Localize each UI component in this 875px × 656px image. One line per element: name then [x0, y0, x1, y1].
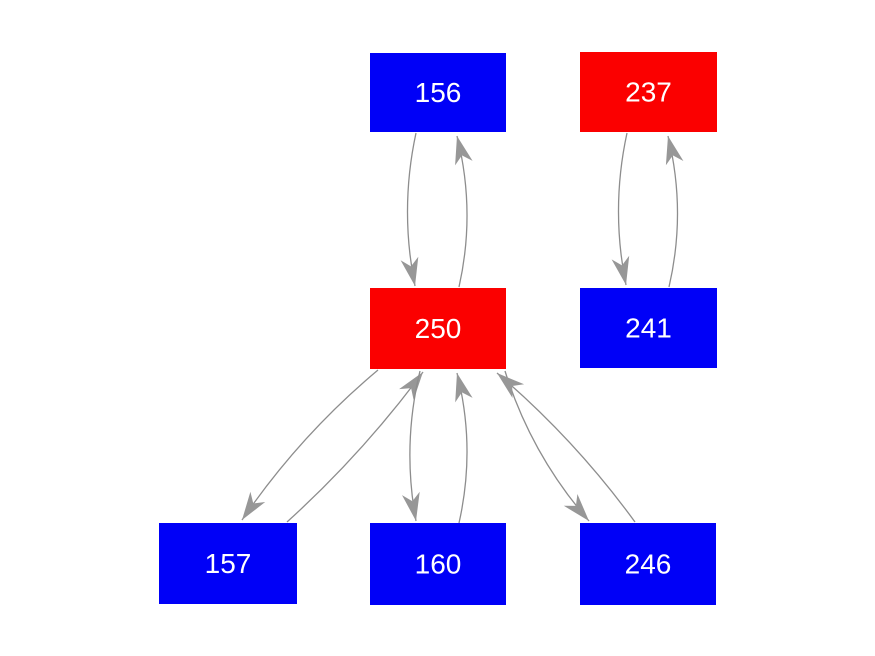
nodes-layer: 156 237 250 241 157 160 246: [159, 52, 717, 605]
edge-arrowhead-156-250: [400, 256, 419, 286]
edge-arrowhead-241-237: [665, 136, 684, 166]
edge-arrowhead-237-241: [611, 255, 630, 285]
node-rect-237: [580, 52, 717, 132]
graph-node-241: 241: [580, 288, 717, 368]
node-label-156: 156: [415, 77, 462, 108]
edges-layer: [241, 132, 684, 524]
node-rect-250: [370, 288, 506, 369]
edge-arrowhead-250-157: [242, 491, 266, 520]
edge-250-157: [241, 369, 379, 521]
node-label-250: 250: [415, 313, 462, 344]
graph-node-157: 157: [159, 523, 297, 604]
edge-250-246: [504, 370, 590, 522]
graph-node-156: 156: [370, 53, 506, 132]
node-rect-246: [580, 523, 716, 605]
edge-arrowhead-160-250: [455, 373, 473, 403]
node-label-237: 237: [625, 77, 672, 108]
edge-arrowhead-250-160: [402, 491, 420, 521]
edge-246-250: [496, 372, 636, 523]
graph-node-250: 250: [370, 288, 506, 369]
node-rect-241: [580, 288, 717, 368]
graph-node-237: 237: [580, 52, 717, 132]
node-rect-156: [370, 53, 506, 132]
edge-arrowhead-250-246: [563, 494, 589, 521]
edge-arrowhead-246-250: [497, 373, 525, 398]
edge-arrowhead-157-250: [399, 372, 423, 400]
edge-157-250: [286, 371, 424, 523]
node-rect-160: [370, 523, 506, 605]
node-label-160: 160: [415, 549, 462, 580]
edge-arrowhead-250-156: [455, 136, 473, 166]
graph-node-246: 246: [580, 523, 716, 605]
node-rect-157: [159, 523, 297, 604]
graph-node-160: 160: [370, 523, 506, 605]
node-label-157: 157: [205, 548, 252, 579]
node-label-241: 241: [625, 313, 672, 344]
node-label-246: 246: [625, 549, 672, 580]
